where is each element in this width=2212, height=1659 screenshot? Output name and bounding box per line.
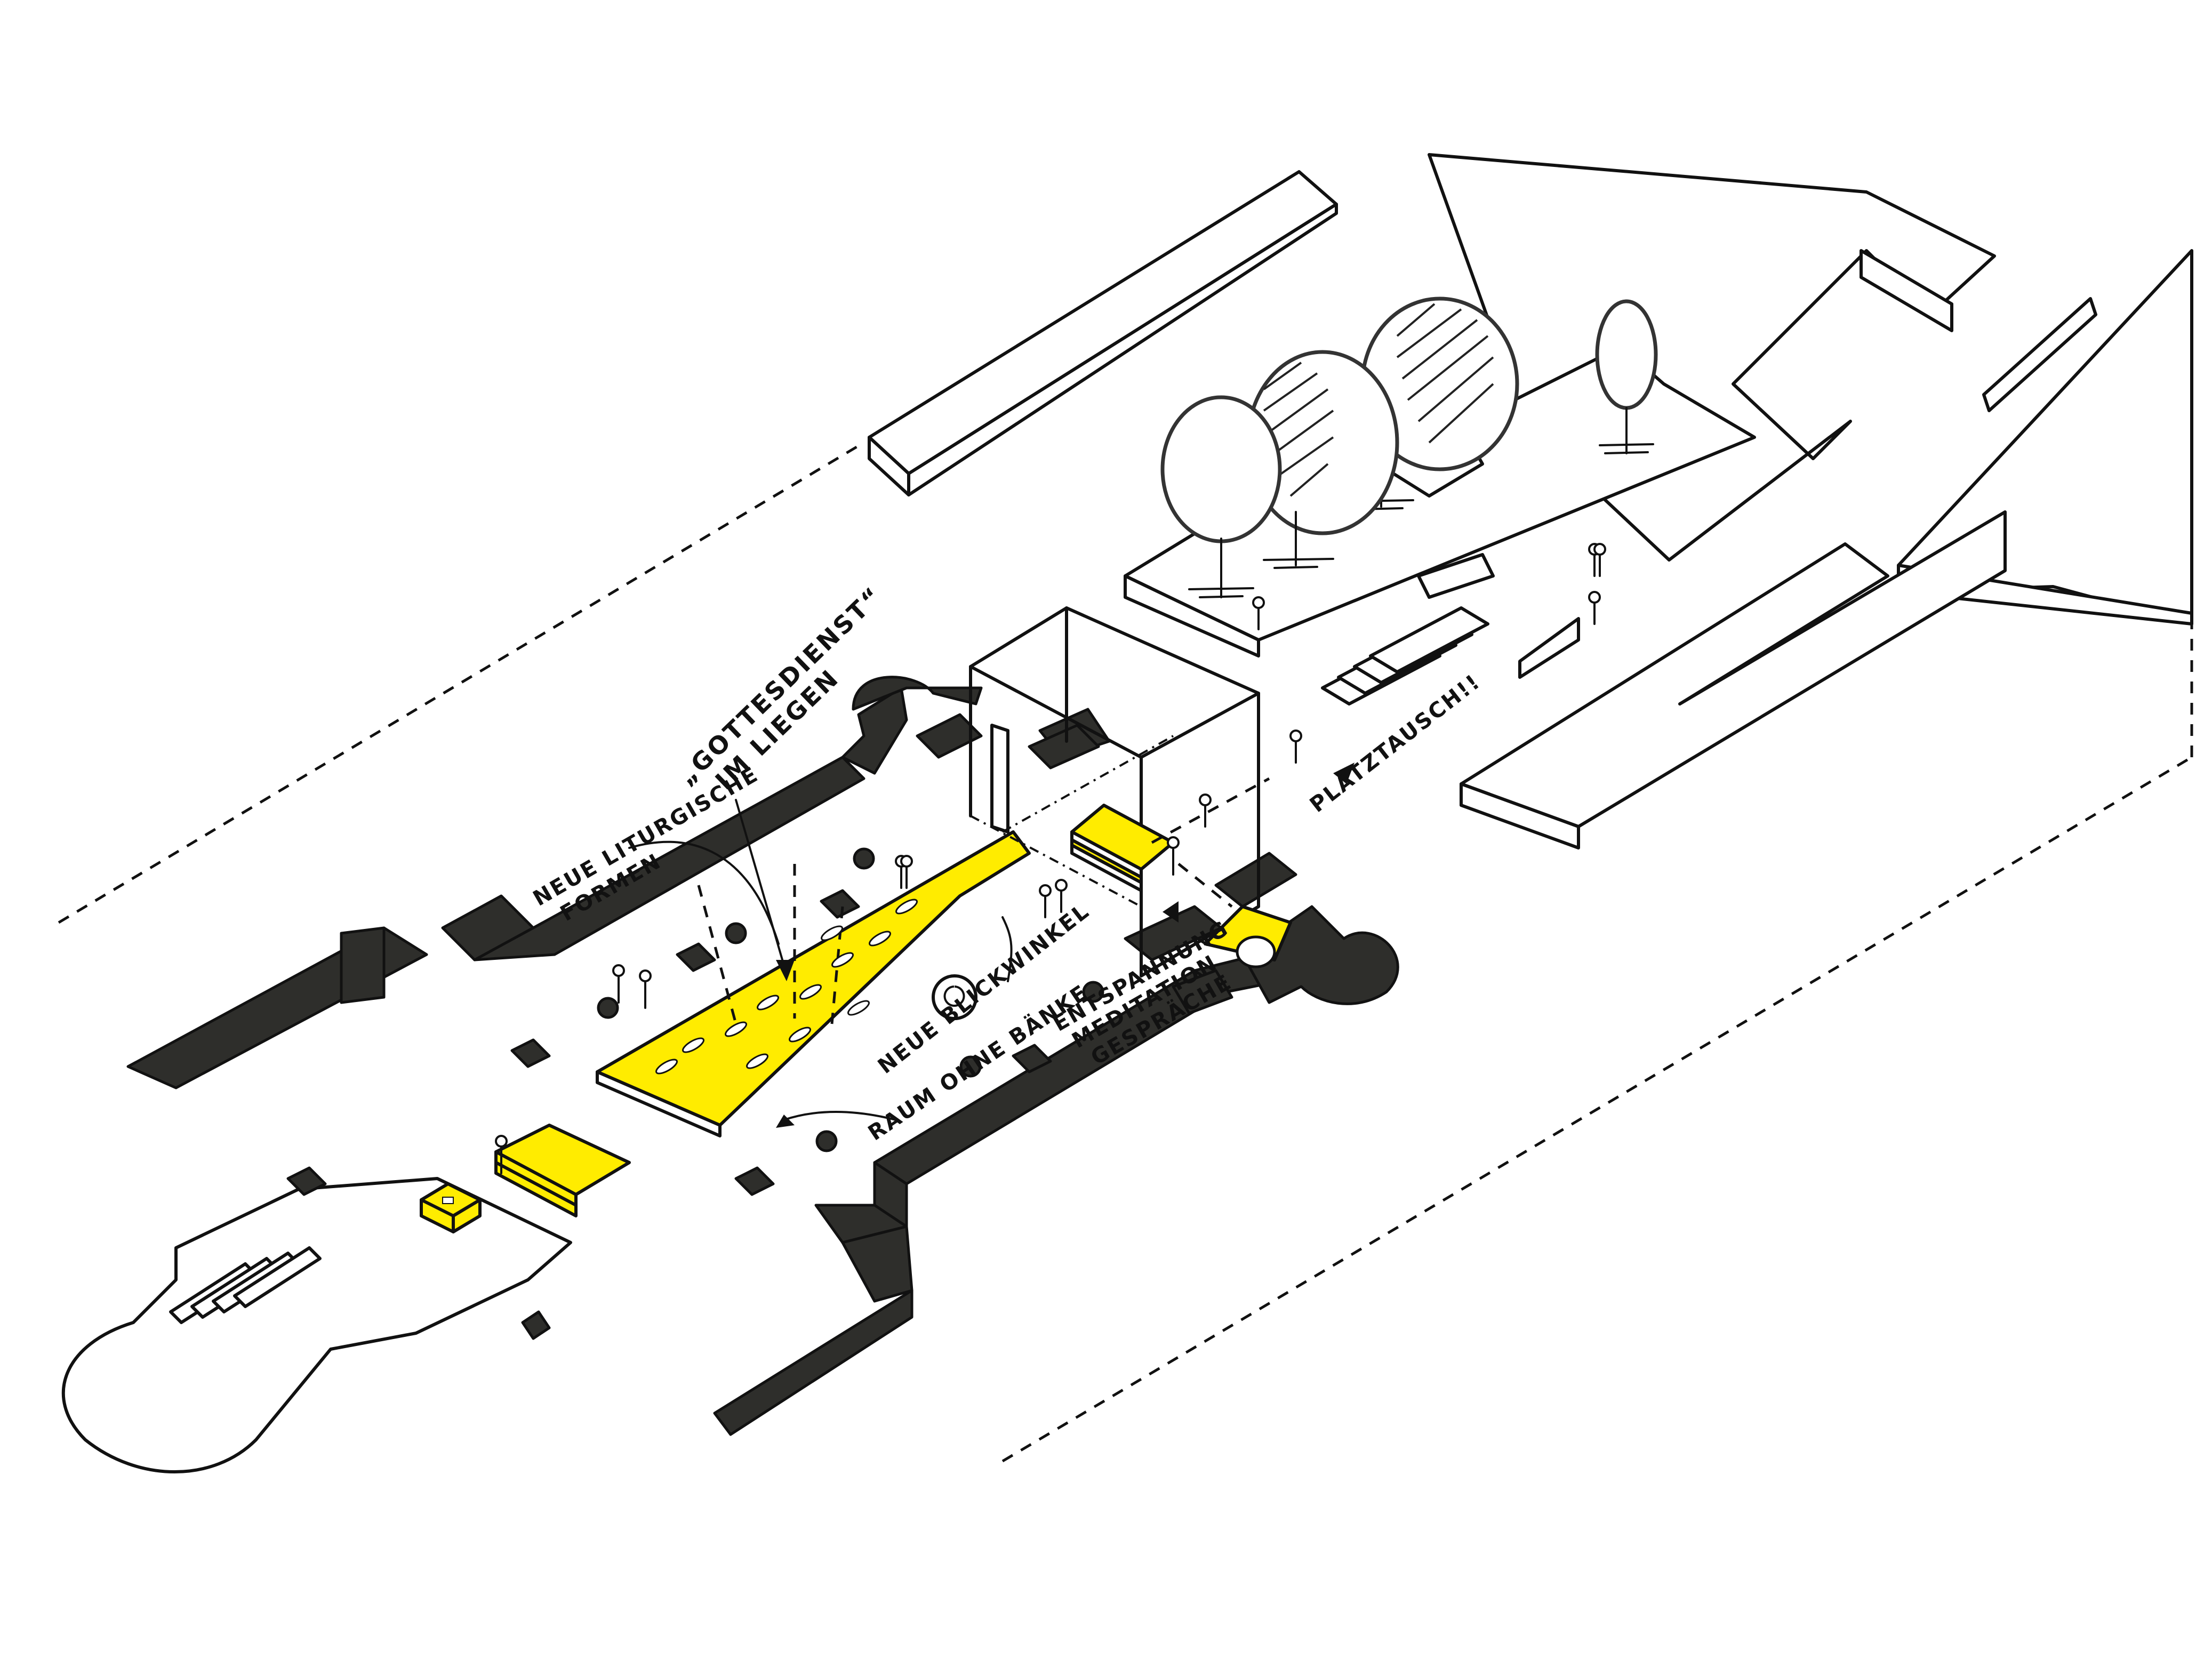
person-icon (900, 855, 913, 889)
person-icon (821, 925, 843, 941)
triangle-block (1428, 153, 1996, 562)
person-icon (831, 952, 854, 968)
annotation-arrows (628, 763, 1355, 1128)
cube-volume (969, 606, 1260, 977)
pillar (734, 1166, 775, 1196)
bench-low (1518, 617, 1580, 679)
tree-icon (1595, 299, 1658, 454)
pillar (853, 847, 875, 870)
pillar (510, 1038, 551, 1068)
person-icon (1588, 591, 1601, 625)
person-icon (655, 1059, 678, 1075)
site-boundary-lower (1001, 756, 2193, 1463)
pillar (1082, 981, 1104, 1003)
person-icon (639, 969, 652, 1009)
sightlines (697, 735, 1270, 1024)
person-icon (682, 1037, 704, 1053)
person-icon (789, 1027, 811, 1043)
arrow-head-icon (776, 960, 795, 981)
rolled-yellow-mat (1204, 905, 1292, 968)
arrow-head-icon (1163, 901, 1179, 923)
tree-icons (1160, 296, 1658, 598)
pew (233, 1246, 322, 1308)
arrow-head-icon (776, 1115, 795, 1128)
people-figures (495, 543, 1606, 1174)
person-icon (725, 1021, 747, 1037)
yellow-box-with-open-book (420, 1182, 482, 1233)
pews-on-square (1321, 606, 1489, 706)
book-icon (442, 1197, 454, 1204)
person-icon (1252, 596, 1265, 630)
tree-slab (1124, 345, 1756, 658)
pillar (959, 1055, 982, 1078)
pillar (820, 889, 860, 919)
person-icon (757, 995, 779, 1011)
site-boundary (58, 441, 2193, 1463)
person-icon (495, 1135, 508, 1174)
lying-figures (655, 899, 918, 1075)
person-icon (1199, 794, 1212, 828)
person-icon (746, 1053, 768, 1069)
pillar (1012, 1044, 1052, 1073)
person-icon (1593, 543, 1606, 577)
person-icon (869, 931, 891, 947)
pillar (676, 942, 716, 972)
yellow-floor-mat (596, 830, 1031, 1137)
pews-in-apse-slab (61, 1166, 572, 1473)
site-boundary-upper (58, 441, 865, 924)
tree-icon (1353, 296, 1519, 510)
stacked-yellow-mats (494, 1124, 631, 1217)
person-icon (895, 899, 918, 915)
pillar (725, 922, 747, 944)
person-icon (799, 984, 822, 1000)
person-icon (1055, 879, 1068, 913)
tree-icon (1246, 350, 1399, 569)
yellow-stepped-platform (1070, 804, 1175, 892)
pillar (815, 1130, 838, 1152)
person-icon (1289, 730, 1302, 764)
door (990, 724, 1009, 833)
bench-with-person (1417, 553, 1495, 599)
person-icon (847, 1000, 870, 1016)
person-icon (612, 964, 625, 1004)
pillar (597, 997, 619, 1019)
pillars (510, 847, 1104, 1196)
person-icon (1167, 836, 1180, 876)
rolled-mat-end (932, 974, 977, 1020)
square-slab-lower (1460, 510, 2007, 849)
arrow-head-icon (1333, 763, 1355, 784)
person-icon (1039, 884, 1052, 918)
tree-icon (1160, 395, 1282, 598)
long-bar-block (868, 170, 1338, 496)
